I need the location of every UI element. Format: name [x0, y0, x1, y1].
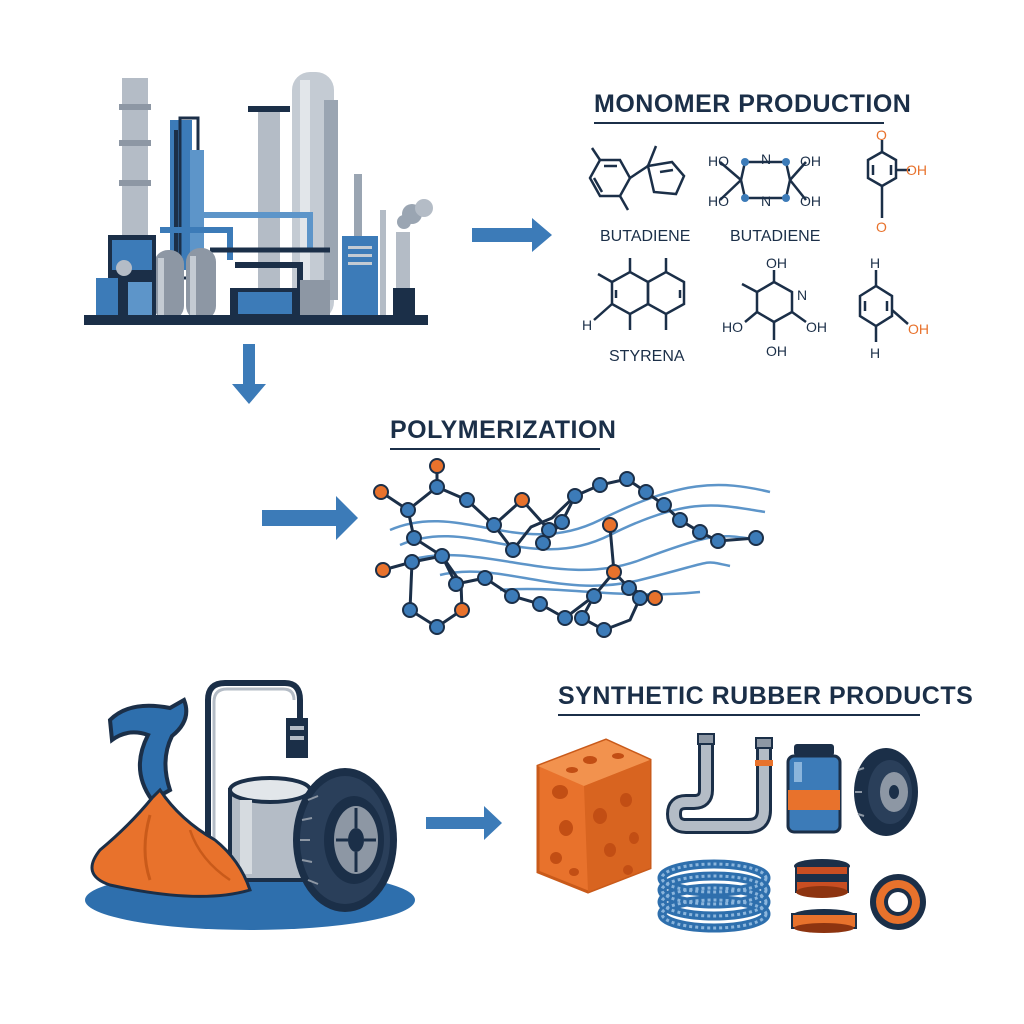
molecule-label-butadiene-2: BUTADIENE [730, 228, 821, 245]
atom-oh: OH [906, 162, 927, 178]
atom-n: N [797, 287, 807, 303]
atom-h: H [870, 255, 880, 271]
polymerization-title-underline [390, 448, 600, 450]
atom-h: H [582, 317, 592, 333]
atom-ho: HO [708, 193, 729, 209]
atom-n: N [761, 151, 771, 167]
atom-oh: OH [800, 193, 821, 209]
atom-oh: OH [800, 153, 821, 169]
atom-o: O [876, 219, 887, 235]
atom-ho: HO [708, 153, 729, 169]
atom-n: N [761, 193, 771, 209]
atom-oh: OH [908, 321, 929, 337]
atom-oh: OH [806, 319, 827, 335]
atom-oh: OH [766, 255, 787, 271]
atom-ho: HO [722, 319, 743, 335]
monomer-title-underline [594, 122, 884, 124]
atom-o: O [876, 127, 887, 143]
molecule-label-butadiene-1: BUTADIENE [600, 228, 691, 245]
atom-h: H [870, 345, 880, 361]
polymerization-title: POLYMERIZATION [390, 416, 617, 444]
atom-oh: OH [766, 343, 787, 359]
products-title-underline [558, 714, 920, 716]
monomer-production-title: MONOMER PRODUCTION [594, 90, 912, 118]
synthetic-rubber-products-title: SYNTHETIC RUBBER PRODUCTS [558, 682, 974, 710]
molecule-label-styrena: STYRENA [609, 348, 685, 365]
